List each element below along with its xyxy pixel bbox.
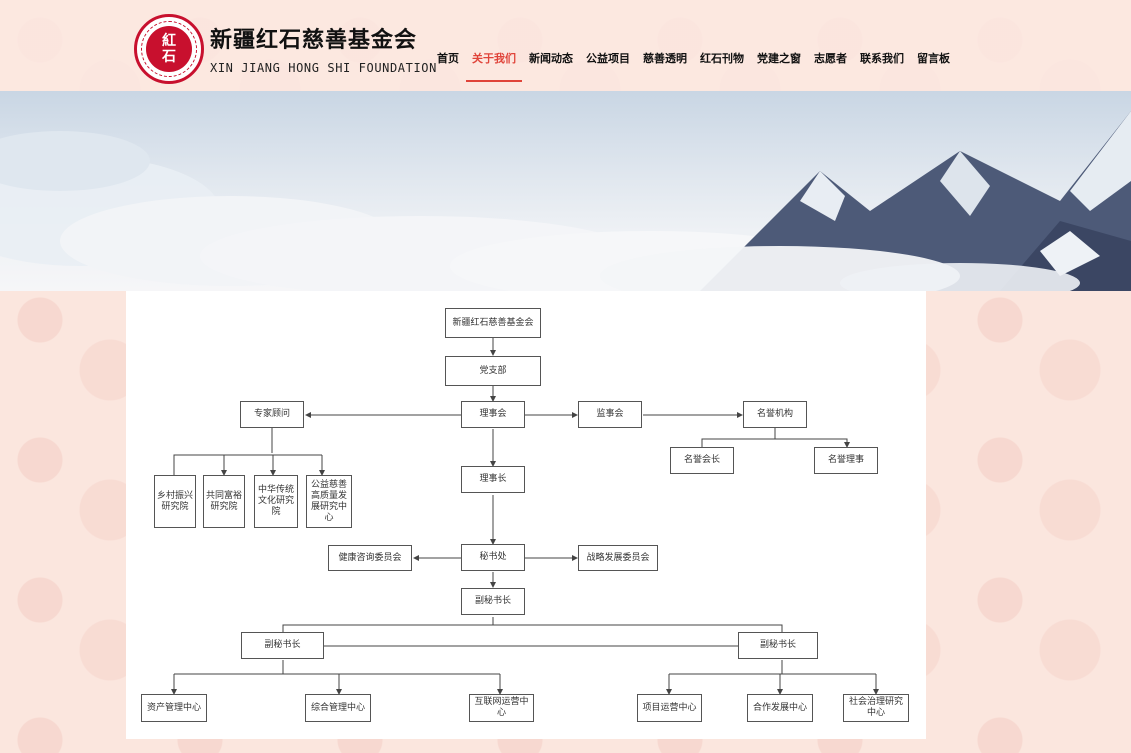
node-deputy-left: 副秘书长 [241,632,324,659]
node-supervisors: 监事会 [578,401,642,428]
node-foundation: 新疆红石慈善基金会 [445,308,541,338]
node-honorary-chair: 名誉会长 [670,447,734,474]
node-honorary-director: 名誉理事 [814,447,878,474]
nav-news[interactable]: 新闻动态 [529,52,573,65]
node-experts: 专家顾问 [240,401,304,428]
node-health-committee: 健康咨询委员会 [328,545,412,571]
nav-message-board[interactable]: 留言板 [917,52,950,65]
nav-volunteers[interactable]: 志愿者 [814,52,847,65]
nav-transparency[interactable]: 慈善透明 [643,52,687,65]
org-chart-connectors [171,338,879,695]
node-institute-prosperity: 共同富裕研究院 [203,475,245,528]
mountain-cloud-banner [0,91,1131,291]
node-deputy-main: 副秘书长 [461,588,525,615]
node-institute-charity: 公益慈善高质量发展研究中心 [306,475,352,528]
main-nav: 首页 关于我们 新闻动态 公益项目 慈善透明 红石刊物 党建之窗 志愿者 联系我… [437,52,963,82]
nav-publications[interactable]: 红石刊物 [700,52,744,65]
logo-ring [141,21,197,77]
node-internet-center: 互联网运营中心 [469,694,534,722]
nav-about-us[interactable]: 关于我们 [466,52,522,82]
site-header: 紅 石 新疆红石慈善基金会 XIN JIANG HONG SHI FOUNDAT… [0,0,1131,91]
node-honorary: 名誉机构 [743,401,807,428]
node-governance-center: 社会治理研究中心 [843,694,909,722]
org-chart-panel: 新疆红石慈善基金会 党支部 理事会 专家顾问 监事会 名誉机构 名誉会长 名誉理… [126,291,926,739]
node-project-center: 项目运营中心 [637,694,702,722]
nav-party-window[interactable]: 党建之窗 [757,52,801,65]
node-institute-rural: 乡村振兴研究院 [154,475,196,528]
nav-projects[interactable]: 公益项目 [586,52,630,65]
node-institute-culture: 中华传统文化研究院 [254,475,298,528]
node-asset-center: 资产管理中心 [141,694,207,722]
node-council: 理事会 [461,401,525,428]
node-strategy-committee: 战略发展委员会 [578,545,658,571]
foundation-logo[interactable]: 紅 石 [134,14,204,84]
nav-contact[interactable]: 联系我们 [860,52,904,65]
node-cooperation-center: 合作发展中心 [747,694,813,722]
nav-home[interactable]: 首页 [437,52,459,65]
node-party-branch: 党支部 [445,356,541,386]
node-deputy-right: 副秘书长 [738,632,818,659]
node-admin-center: 综合管理中心 [305,694,371,722]
node-chairman: 理事长 [461,466,525,493]
brand-name-english: XIN JIANG HONG SHI FOUNDATION [210,61,437,75]
banner-illustration [0,111,1131,291]
node-secretariat: 秘书处 [461,544,525,571]
brand-name-chinese[interactable]: 新疆红石慈善基金会 [210,27,418,53]
